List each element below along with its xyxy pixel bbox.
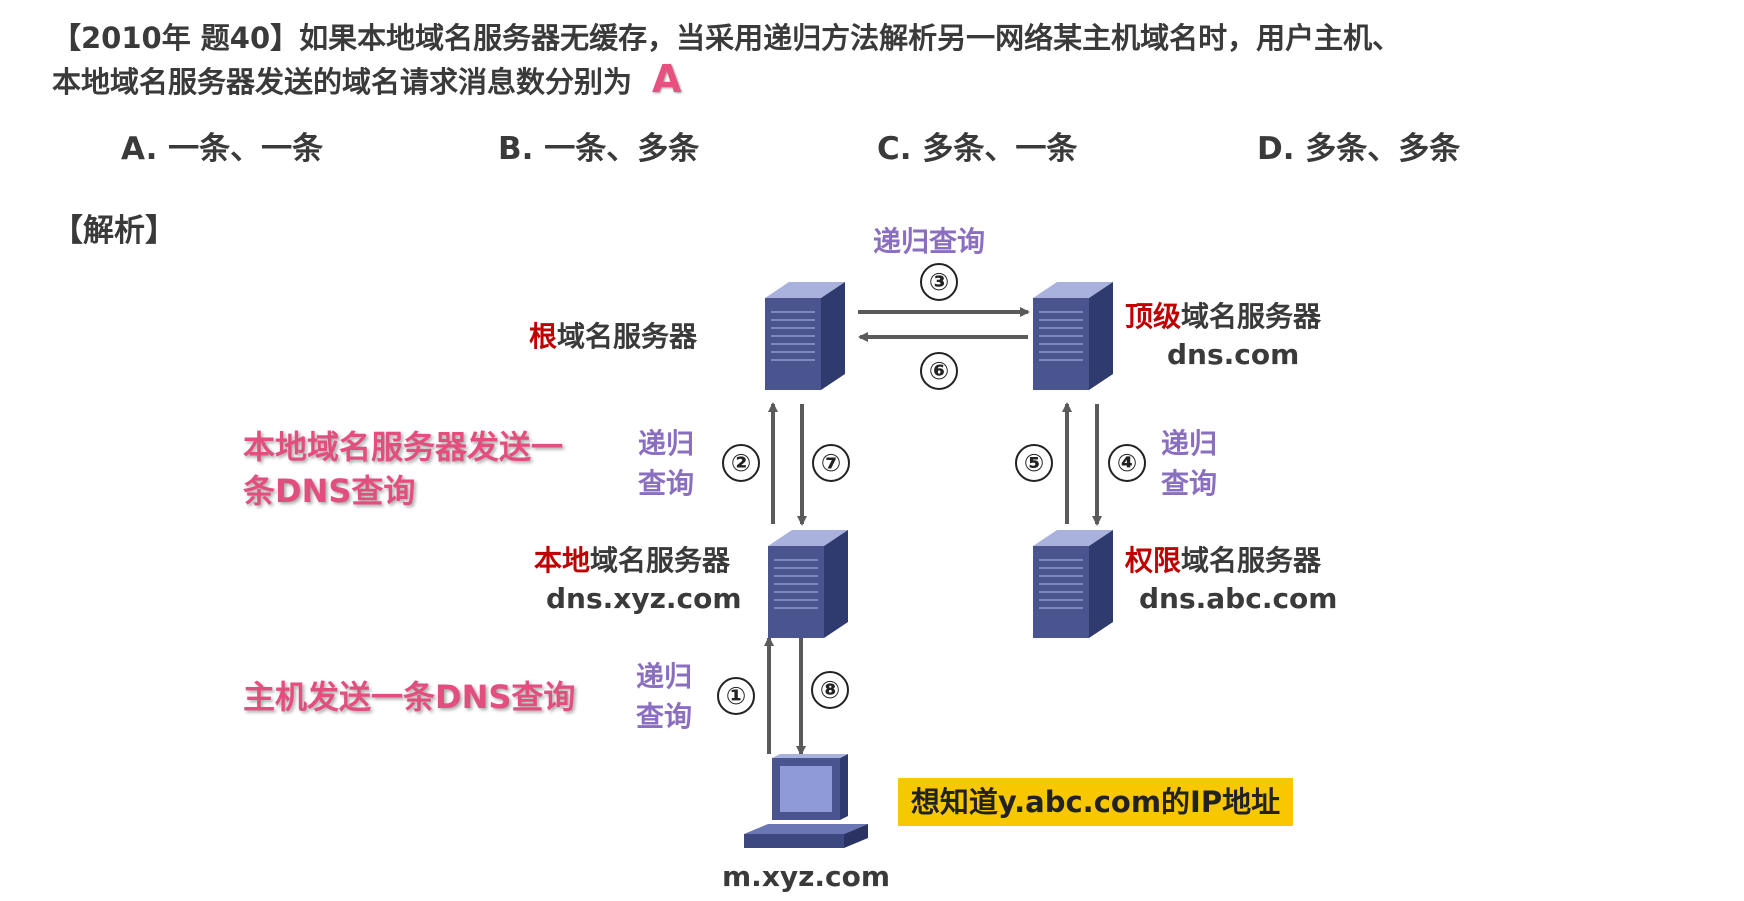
option-c: C. 多条、一条 bbox=[877, 131, 1078, 167]
label-query-left-1: 查询 bbox=[638, 467, 695, 500]
step-5-marker: ⑤ bbox=[1015, 444, 1053, 482]
root-server-suffix: 域名服务器 bbox=[557, 320, 698, 353]
label-query-bottom: 查询 bbox=[636, 700, 693, 733]
tld-server-label: 顶级域名服务器 bbox=[1125, 298, 1321, 336]
highlight-note: 想知道y.abc.com的IP地址 bbox=[898, 778, 1293, 826]
note-local-line-1: 本地域名服务器发送一 bbox=[243, 428, 564, 466]
question-line-2: 本地域名服务器发送的域名请求消息数分别为 A bbox=[52, 57, 681, 101]
question-line-1: 【2010年 题40】如果本地域名服务器无缓存，当采用递归方法解析另一网络某主机… bbox=[52, 21, 1402, 55]
label-recursive-query-top: 递归查询 bbox=[873, 225, 986, 258]
local-server-prefix: 本地 bbox=[534, 544, 591, 577]
host-domain-label: m.xyz.com bbox=[722, 860, 891, 893]
label-recursive-right: 递归 bbox=[1161, 427, 1218, 460]
root-server-prefix: 根 bbox=[529, 320, 558, 353]
answer-mark: A bbox=[652, 57, 682, 101]
step-2-marker: ② bbox=[722, 444, 760, 482]
option-b: B. 一条、多条 bbox=[498, 131, 700, 167]
auth-server-icon bbox=[1033, 530, 1113, 638]
root-server-icon bbox=[765, 282, 845, 390]
local-server-label: 本地域名服务器 bbox=[534, 542, 730, 580]
label-recursive-bottom: 递归 bbox=[636, 660, 693, 693]
step-1-marker: ① bbox=[717, 677, 755, 715]
tld-server-icon bbox=[1033, 282, 1113, 390]
local-server-suffix: 域名服务器 bbox=[590, 544, 731, 577]
step-8-marker: ⑧ bbox=[811, 671, 849, 709]
auth-server-label: 权限域名服务器 bbox=[1125, 542, 1321, 580]
auth-server-prefix: 权限 bbox=[1125, 544, 1182, 577]
note-host: 主机发送一条DNS查询 bbox=[243, 678, 576, 716]
step-7-marker: ⑦ bbox=[812, 444, 850, 482]
host-computer-icon bbox=[744, 754, 868, 848]
option-a: A. 一条、一条 bbox=[121, 131, 324, 167]
option-d: D. 多条、多条 bbox=[1257, 131, 1461, 167]
auth-server-domain: dns.abc.com bbox=[1139, 582, 1338, 615]
note-local-line-2: 条DNS查询 bbox=[243, 472, 416, 510]
tld-server-prefix: 顶级 bbox=[1125, 300, 1182, 333]
label-recursive-left-1: 递归 bbox=[638, 427, 695, 460]
step-6-marker: ⑥ bbox=[920, 352, 958, 390]
auth-server-suffix: 域名服务器 bbox=[1181, 544, 1322, 577]
analysis-title: 【解析】 bbox=[52, 213, 176, 249]
local-server-icon bbox=[768, 530, 848, 638]
local-server-domain: dns.xyz.com bbox=[546, 582, 742, 615]
question-text: 本地域名服务器发送的域名请求消息数分别为 bbox=[52, 65, 633, 99]
step-4-marker: ④ bbox=[1108, 444, 1146, 482]
step-3-marker: ③ bbox=[920, 263, 958, 301]
tld-server-suffix: 域名服务器 bbox=[1181, 300, 1322, 333]
label-query-right: 查询 bbox=[1161, 467, 1218, 500]
root-server-label: 根域名服务器 bbox=[529, 318, 697, 356]
tld-server-domain: dns.com bbox=[1167, 338, 1300, 371]
